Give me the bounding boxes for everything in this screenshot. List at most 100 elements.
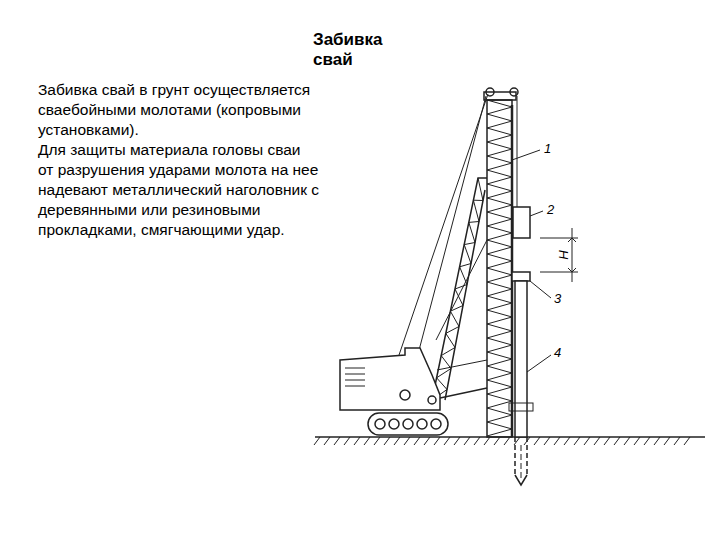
stroke: [487, 331, 512, 338]
stroke: [487, 205, 512, 212]
stroke: [487, 135, 512, 142]
pile: [515, 281, 527, 437]
track-wheels: [375, 419, 441, 429]
stroke: [634, 437, 640, 445]
stroke: [478, 178, 483, 201]
stroke: [604, 437, 610, 445]
stroke: [574, 437, 580, 445]
callout-number: 1: [543, 142, 552, 156]
paragraph: Для защиты материала головы сваи от разр…: [38, 140, 320, 240]
stroke: [487, 345, 512, 352]
ground-hatching: [314, 437, 690, 445]
brace: [440, 388, 487, 398]
stroke: [424, 437, 430, 445]
pulley: [510, 88, 518, 96]
stroke: [487, 198, 512, 205]
dimension-label: H: [557, 249, 571, 260]
stroke: [487, 212, 512, 219]
stroke: [464, 245, 471, 264]
stroke: [487, 296, 512, 303]
stroke: [487, 289, 512, 296]
stroke: [494, 437, 500, 445]
stroke: [554, 437, 560, 445]
brace: [436, 240, 487, 340]
stroke: [384, 437, 390, 445]
stroke: [487, 240, 512, 247]
mast-lattice: [487, 100, 512, 436]
stroke: [487, 170, 512, 177]
stroke: [674, 437, 680, 445]
stroke: [334, 437, 340, 445]
stroke: [374, 437, 380, 445]
stroke: [441, 356, 451, 369]
stroke: [594, 437, 600, 445]
boom: [432, 178, 487, 400]
pile-underground: [514, 437, 516, 475]
brace: [437, 360, 487, 370]
stroke: [473, 200, 479, 221]
stroke: [504, 437, 510, 445]
pile-clamp: [509, 403, 533, 411]
stroke: [654, 437, 660, 445]
leader-line: [530, 281, 551, 298]
pile-axis: [521, 445, 522, 480]
stroke: [454, 437, 460, 445]
stroke: [664, 437, 670, 445]
stroke: [487, 429, 512, 436]
leader-line: [527, 355, 551, 372]
stroke: [487, 254, 512, 261]
stroke: [455, 285, 467, 290]
stroke: [644, 437, 650, 445]
boom-pivot: [428, 396, 436, 404]
stroke: [684, 437, 690, 445]
pile-underground: [526, 437, 528, 475]
stroke: [484, 437, 490, 445]
stroke: [624, 437, 630, 445]
stroke: [487, 156, 512, 163]
stroke: [487, 408, 512, 415]
stroke: [487, 275, 512, 282]
paragraph: Забивка свай в грунт осуществляется свае…: [38, 80, 320, 140]
mast: [487, 100, 512, 437]
description-text: Забивка свай в грунт осуществляется свае…: [38, 80, 320, 240]
stroke: [487, 352, 512, 359]
hammer-cable: [517, 96, 518, 207]
cable: [398, 94, 488, 358]
callout-number: 2: [546, 203, 555, 217]
stroke: [487, 373, 512, 380]
stroke: [469, 222, 475, 242]
stroke: [614, 437, 620, 445]
stroke: [446, 327, 459, 334]
stroke: [487, 317, 512, 324]
stroke: [487, 380, 512, 387]
stroke: [487, 261, 512, 268]
stroke: [487, 338, 512, 345]
mast-guide: [511, 105, 514, 437]
pile-helmet: [512, 272, 530, 281]
stroke: [446, 333, 455, 347]
stroke: [544, 437, 550, 445]
stroke: [487, 303, 512, 310]
stroke: [487, 394, 512, 401]
stroke: [487, 387, 512, 394]
radiator-grille: [345, 368, 365, 386]
stroke: [464, 243, 475, 245]
stroke: [487, 100, 512, 107]
winch-drum: [400, 390, 410, 400]
stroke: [487, 142, 512, 149]
stroke: [487, 128, 512, 135]
stroke: [487, 114, 512, 121]
stroke: [404, 437, 410, 445]
stroke: [460, 264, 471, 267]
stroke: [364, 437, 370, 445]
leader-line: [512, 150, 540, 160]
stroke: [450, 311, 459, 326]
crawler-track: [368, 413, 448, 435]
boom-lattice: [432, 178, 483, 400]
stroke: [314, 437, 320, 445]
stroke: [487, 415, 512, 422]
leader-line: [530, 211, 543, 216]
stroke: [487, 163, 512, 170]
stroke: [474, 437, 480, 445]
